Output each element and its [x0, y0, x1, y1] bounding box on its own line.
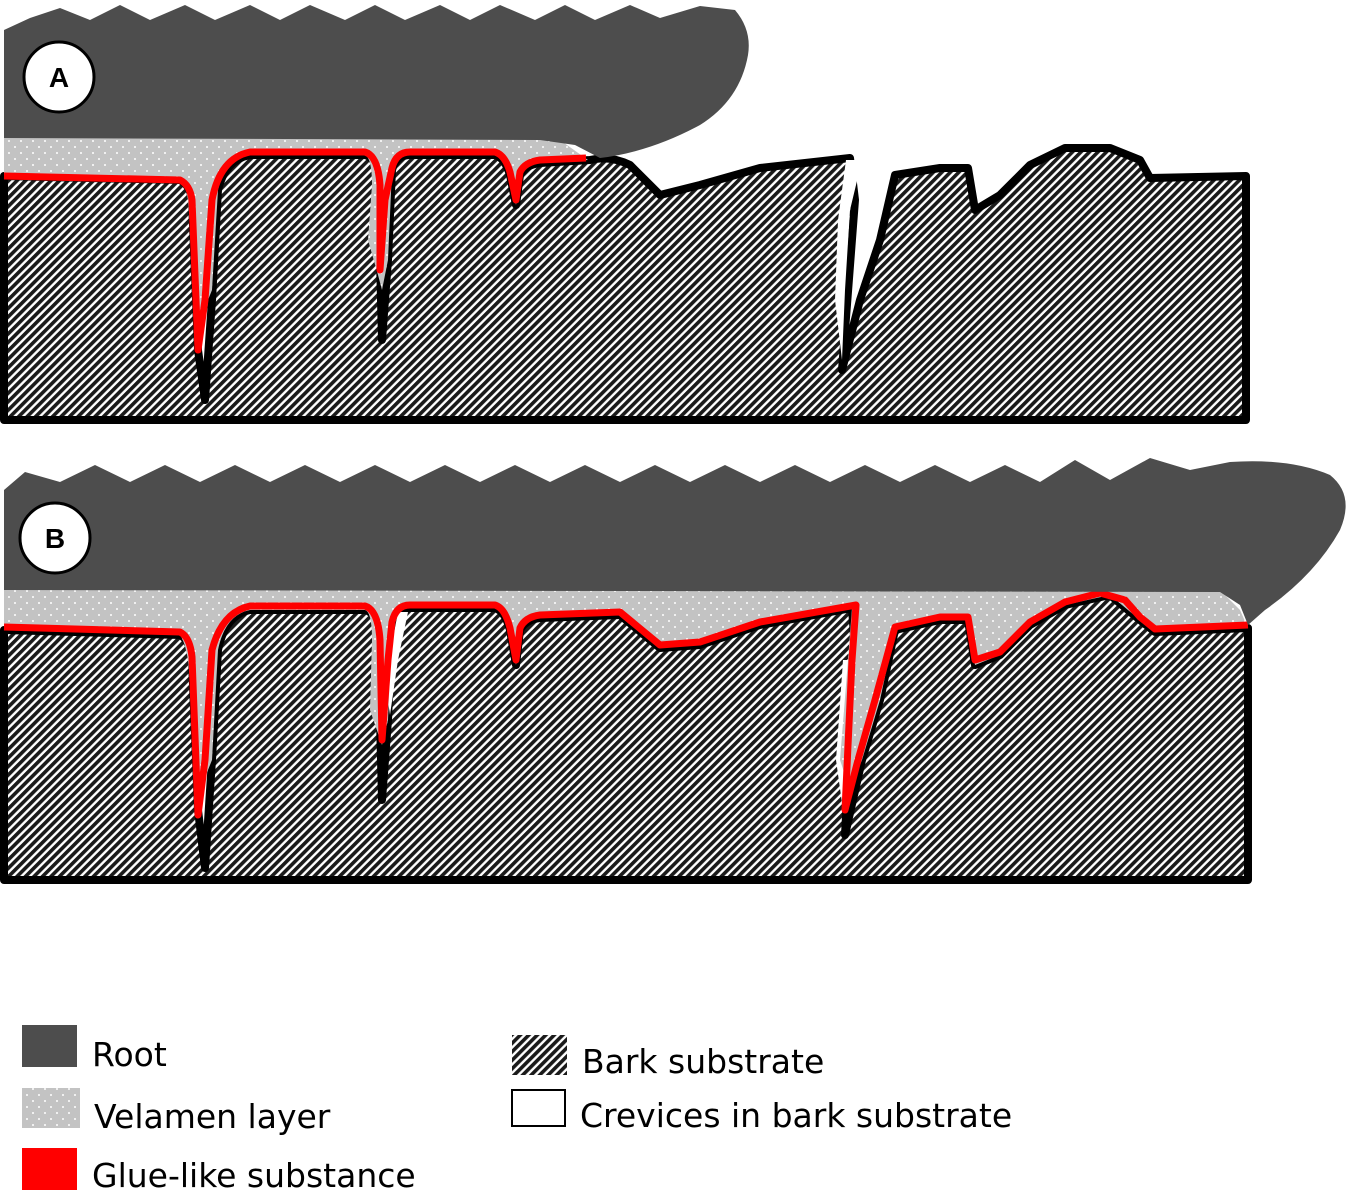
legend-label-bark: Bark substrate [582, 1042, 824, 1081]
glue-a [3, 148, 587, 354]
legend-swatch-crevices [511, 1089, 566, 1127]
legend-label-glue: Glue-like substance [92, 1156, 416, 1193]
glue-b [3, 589, 1249, 819]
legend-label-root: Root [92, 1035, 167, 1074]
panel-b-label: B [45, 523, 65, 554]
legend-swatch-bark [512, 1035, 567, 1075]
panel-b-badge [18, 501, 92, 575]
panel-b: B [0, 458, 1346, 884]
velamen-a [4, 135, 588, 320]
crevice-a [835, 160, 862, 360]
legend-item-glue: Glue-like substance [22, 1148, 416, 1193]
legend-item-velamen: Velamen layer [22, 1088, 331, 1136]
velamen-b [4, 588, 1248, 790]
legend-label-velamen: Velamen layer [94, 1097, 331, 1136]
legend-item-crevices: Crevices in bark substrate [511, 1089, 1012, 1135]
root-b [4, 458, 1346, 625]
crevice-b1 [385, 612, 408, 715]
legend-swatch-glue [22, 1148, 77, 1190]
legend-swatch-velamen [22, 1088, 80, 1128]
panel-a-label: A [49, 62, 69, 93]
legend-swatch-root [22, 1025, 77, 1067]
root-a [4, 5, 749, 158]
legend-label-crevices: Crevices in bark substrate [580, 1096, 1012, 1135]
legend-item-root: Root [22, 1025, 167, 1074]
legend: Root Velamen layer Glue-like substance B… [22, 1025, 1012, 1193]
panel-a: A [0, 5, 1250, 424]
panel-a-badge [22, 40, 96, 114]
legend-item-bark: Bark substrate [512, 1035, 824, 1081]
